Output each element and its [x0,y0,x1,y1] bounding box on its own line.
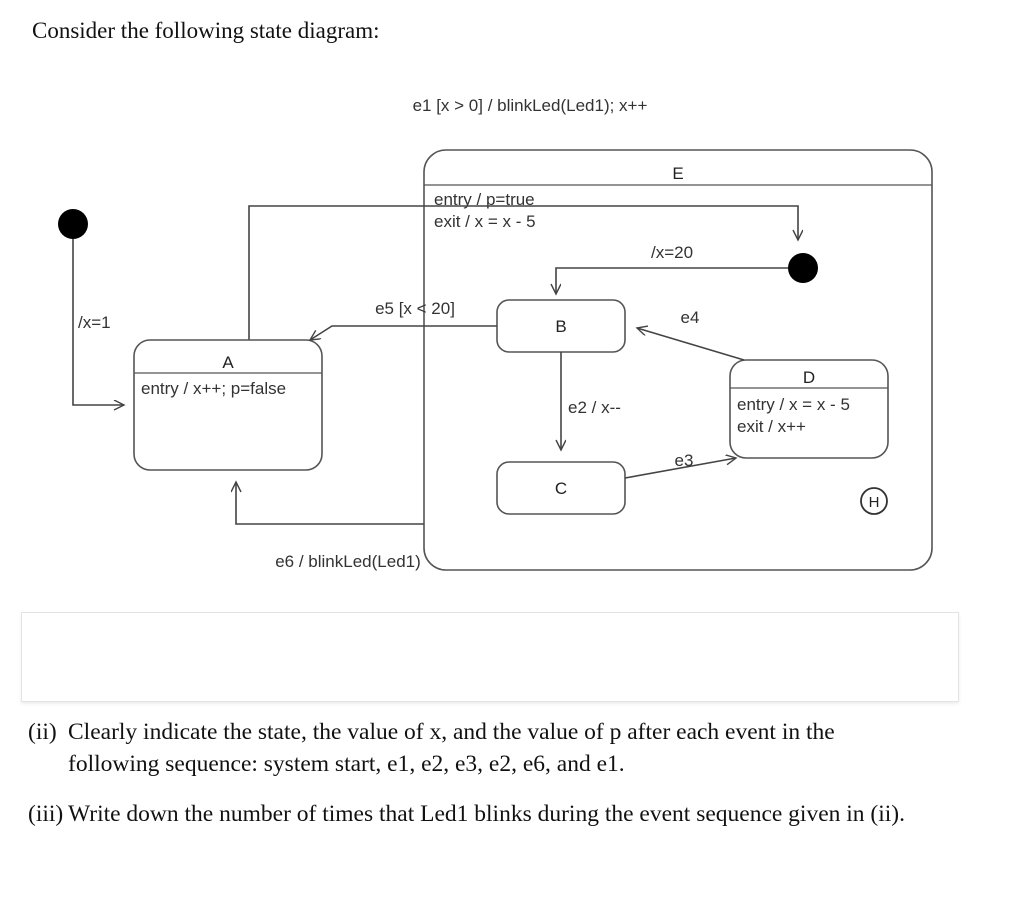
state-C[interactable]: C [496,461,626,515]
state-D-body-line-2: exit / x++ [737,417,806,436]
transition-e4[interactable]: e4 [637,308,745,361]
transition-e2-label: e2 / x-- [568,398,621,417]
initial-state-inner[interactable]: /x=20 [556,243,818,294]
transition-initial-b-path [556,267,788,294]
page-prompt: Consider the following state diagram: [32,18,380,43]
initial-state-outer-node [58,209,88,239]
state-B-name: B [555,317,566,336]
state-D-name: D [803,368,815,387]
transition-e1-path [248,205,798,428]
questions-list: (ii) Clearly indicate the state, the val… [0,716,1024,848]
transition-e4-label: e4 [681,308,700,327]
question-item-ii: (ii) Clearly indicate the state, the val… [0,716,1024,780]
transition-e5-label: e5 [x < 20] [375,299,455,318]
transition-e4-path [637,328,745,361]
transition-e1-label: e1 [x > 0] / blinkLed(Led1); x++ [413,96,648,115]
transition-e6[interactable]: e6 / blinkLed(Led1) [236,482,424,571]
transition-e6-label: e6 / blinkLed(Led1) [275,552,421,571]
state-D-box [729,359,889,459]
history-circle [860,487,888,515]
question-iii-marker: (iii) [28,801,64,827]
state-diagram: E entry / p=true exit / x = x - 5 e1 [x … [0,88,1024,598]
initial-state-outer[interactable]: /x=1 [58,209,124,405]
state-D-body-line-1: entry / x = x - 5 [737,395,850,414]
transition-e2[interactable]: e2 / x-- [561,352,621,450]
transition-e5-path [310,325,497,340]
composite-state-E-name: E [672,164,683,183]
transition-initial-a-path [72,239,124,405]
state-A-body-line-1: entry / x++; p=false [141,379,286,398]
transition-initial-a-label: /x=1 [78,313,111,332]
state-diagram-canvas: E entry / p=true exit / x = x - 5 e1 [x … [58,96,933,571]
question-iii-text: Write down the number of times that Led1… [68,801,906,827]
transition-e3[interactable]: e3 [624,451,736,479]
question-ii-marker: (ii) [28,719,57,745]
state-C-name: C [555,479,567,498]
transition-e5[interactable]: e5 [x < 20] [310,299,497,340]
state-D[interactable]: D entry / x = x - 5 exit / x++ [729,359,889,459]
history-label: H [869,494,880,511]
transition-e3-label: e3 [675,451,694,470]
history-pseudostate[interactable]: H [860,487,888,515]
state-A-name: A [222,353,234,372]
transition-e1[interactable]: e1 [x > 0] / blinkLed(Led1); x++ [248,96,798,428]
initial-state-inner-node [788,253,818,283]
state-A[interactable]: A entry / x++; p=false [133,339,323,471]
composite-state-E-body-line-1: entry / p=true [434,190,535,209]
question-item-iii: (iii) Write down the number of times tha… [0,798,1024,830]
question-ii-text: Clearly indicate the state, the value of… [68,719,835,777]
answer-entry-panel[interactable] [21,612,959,702]
transition-initial-b-label: /x=20 [651,243,693,262]
composite-state-E-body-line-2: exit / x = x - 5 [434,212,536,231]
state-B[interactable]: B [496,299,626,353]
transition-e3-path [624,458,736,479]
transition-e6-path [236,482,424,525]
state-C-box [496,461,626,515]
